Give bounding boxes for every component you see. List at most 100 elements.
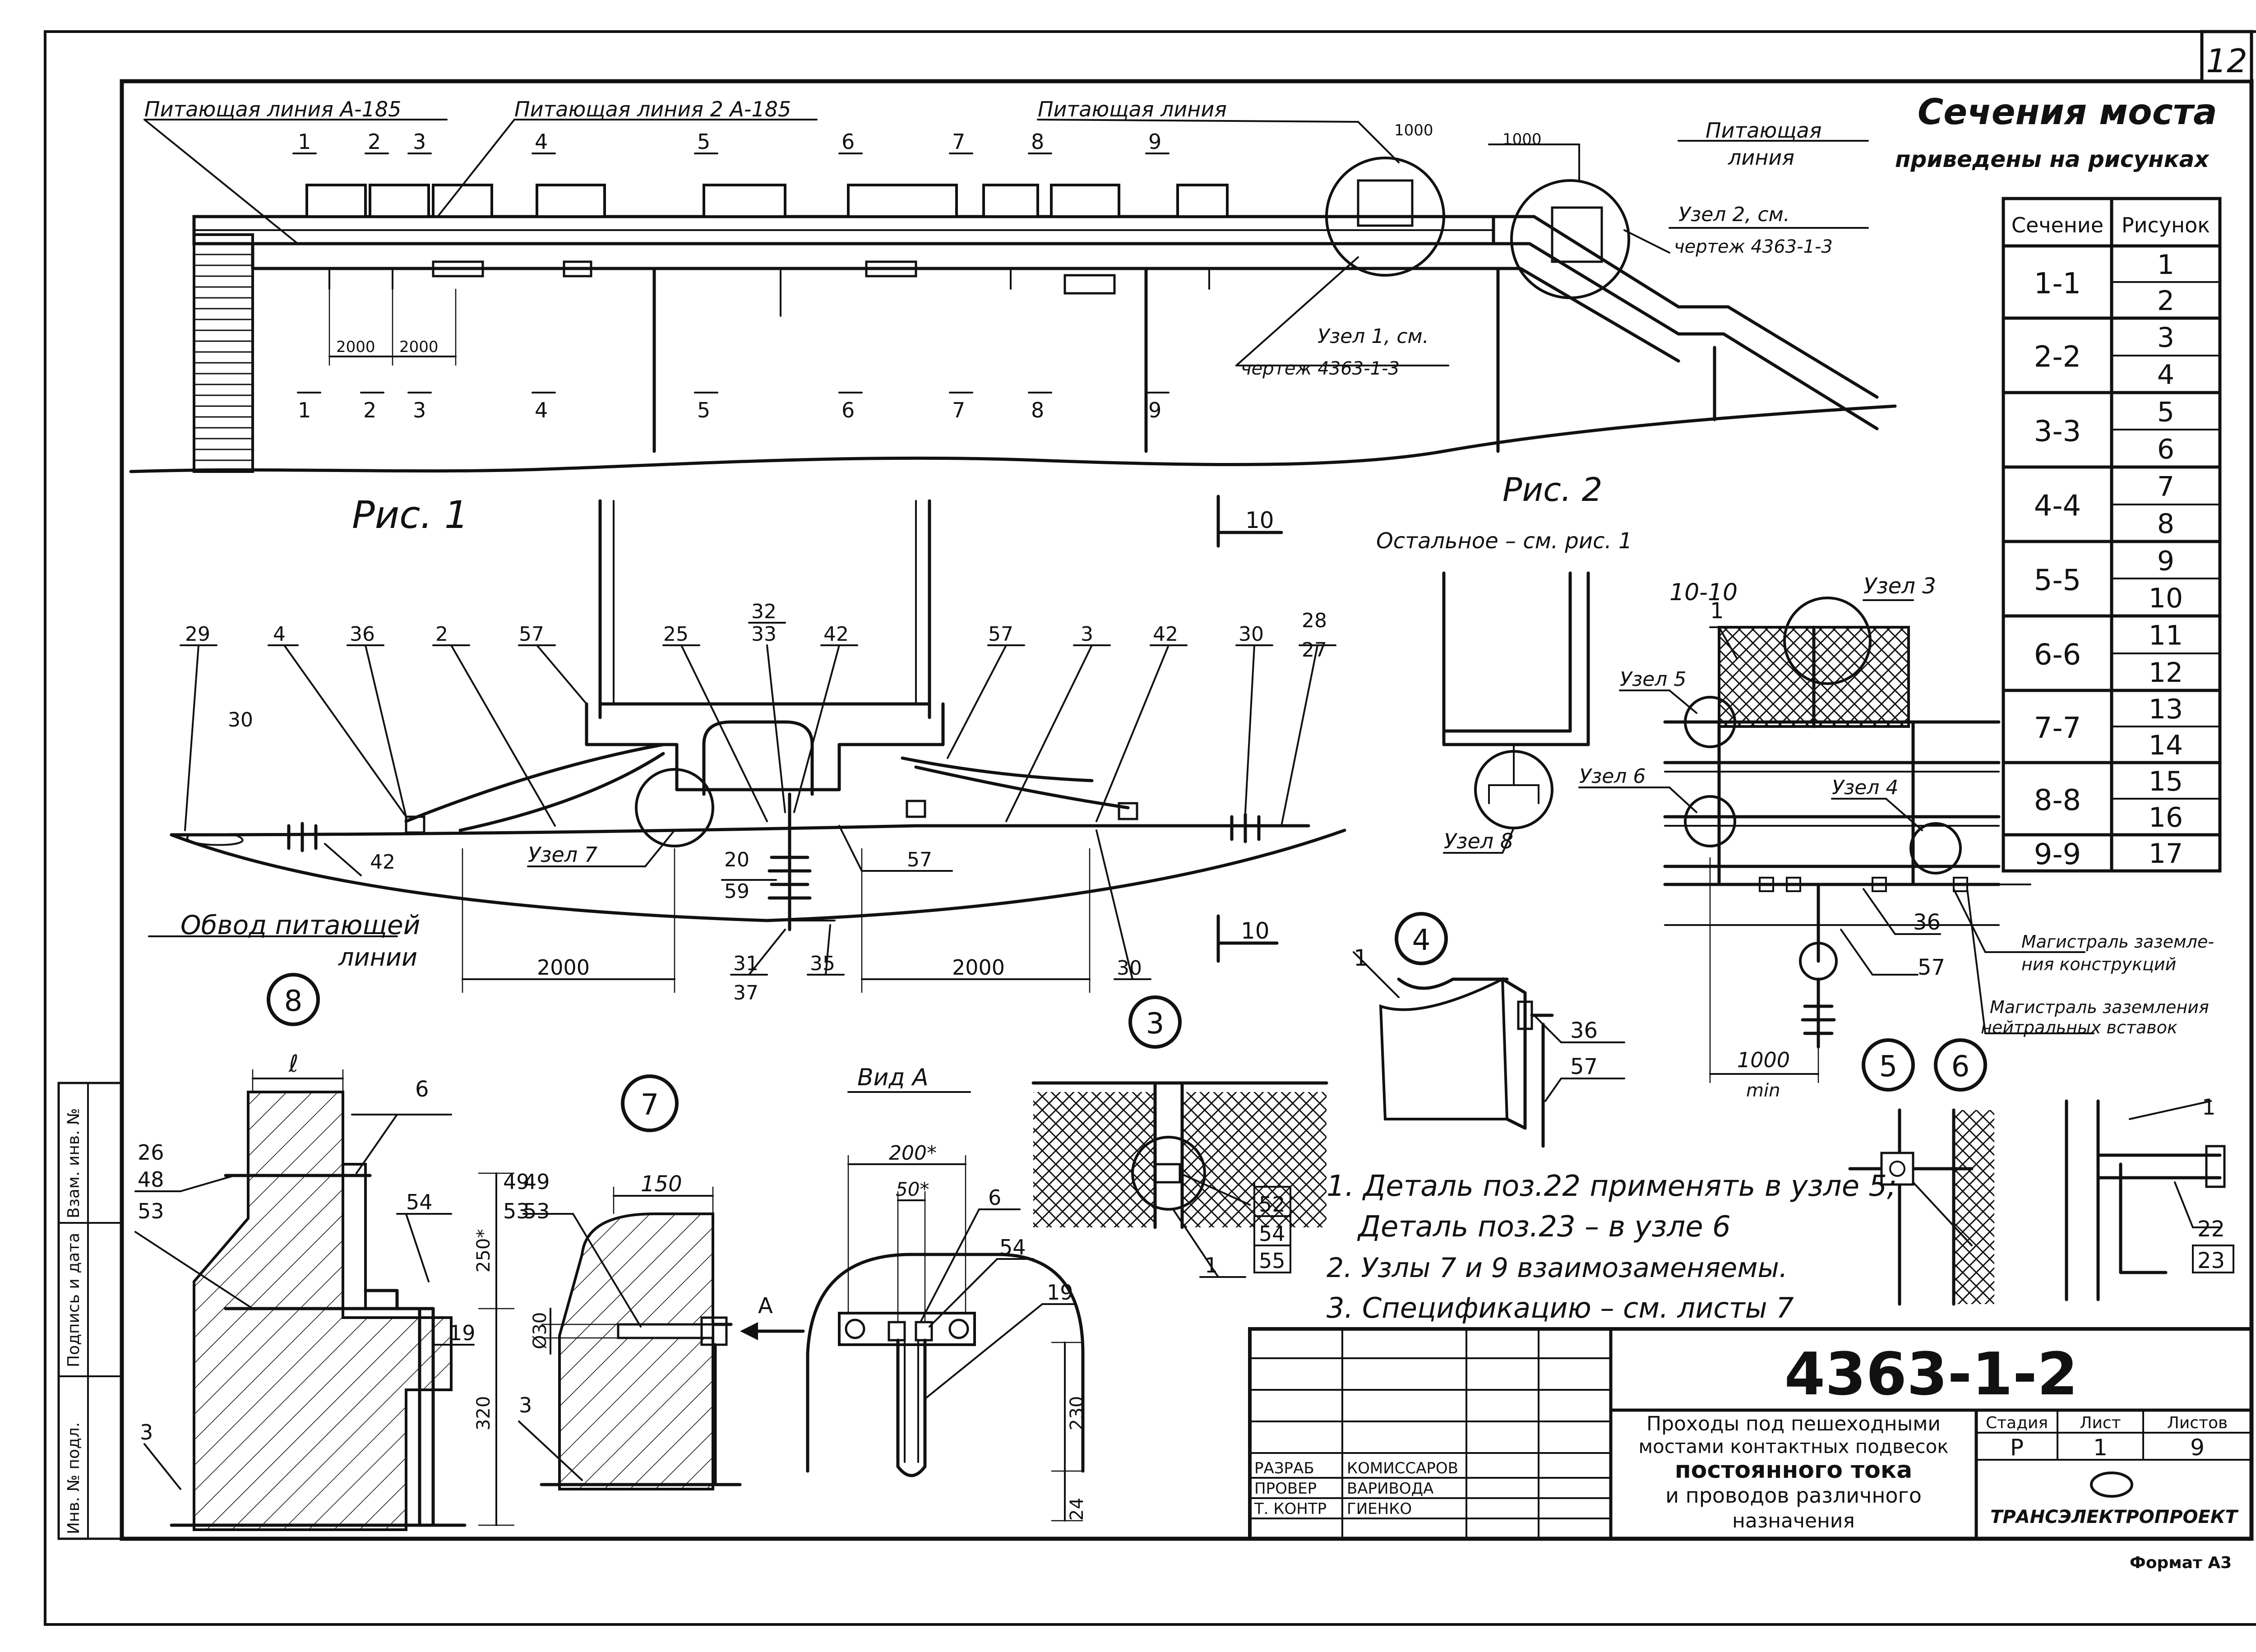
section-table-figure: 4 — [2157, 359, 2174, 391]
sheets-value: 9 — [2190, 1435, 2205, 1461]
section-table-figure: 1 — [2157, 249, 2174, 281]
fig1-sec-7-bot: 7 — [952, 398, 965, 422]
view-a-detail — [806, 1091, 1085, 1522]
fig1-sec-2-bot: 2 — [363, 398, 376, 422]
node8-pos-6: 6 — [415, 1077, 429, 1102]
sheets-head: Листов — [2167, 1414, 2228, 1432]
page-number-box — [2200, 30, 2253, 83]
section-table-figure: 8 — [2157, 508, 2174, 540]
role-2: ПРОВЕР — [1254, 1480, 1317, 1498]
view-10-10 — [1578, 597, 2094, 1083]
view-a-dim-230: 230 — [1067, 1396, 1087, 1430]
doc-title-4: и проводов различного — [1665, 1483, 1922, 1508]
org-name: ТРАНСЭЛЕКТРОПРОЕКТ — [1990, 1507, 2238, 1527]
node4-number: 4 — [1412, 924, 1431, 957]
fig1-sec-4-top: 4 — [535, 130, 548, 154]
node7-pos-3: 3 — [519, 1393, 532, 1417]
role-1: РАЗРАБ — [1254, 1459, 1314, 1477]
section-table-section: 8-8 — [2034, 784, 2081, 817]
doc-title-1: Проходы под пешеходными — [1646, 1412, 1941, 1435]
section-table-rows: 1-1122-2343-3564-4785-59106-611127-71314… — [2034, 249, 2183, 871]
fig1-sec-5-top: 5 — [697, 130, 710, 154]
view10-ground-1a: Магистраль заземле- — [2021, 932, 2214, 952]
doc-title-2: мостами контактных подвесок — [1638, 1435, 1948, 1458]
section-table-section: 9-9 — [2034, 838, 2081, 871]
fig1-sec-2-top: 2 — [368, 130, 381, 154]
node8-pos-48: 48 — [138, 1167, 164, 1192]
view-a-title: Вид А — [857, 1064, 929, 1091]
doc-title-3: постоянного тока — [1675, 1457, 1913, 1484]
fig1-sec-5-bot: 5 — [697, 398, 710, 422]
node7-detail — [518, 1074, 805, 1490]
fig2-lbl-27: 27 — [1302, 639, 1327, 662]
fig2-lbl-30c: 30 — [1117, 957, 1142, 980]
view10-dim-1000: 1000 — [1737, 1048, 1790, 1072]
side-stamp-3: Взам. инв. № — [65, 1108, 83, 1218]
note-1: 1. Деталь поз.22 применять в узле 5; — [1327, 1170, 1897, 1203]
node8-pos-19: 19 — [449, 1321, 476, 1345]
view10-ground-2b: нейтральных вставок — [1981, 1018, 2177, 1037]
fig2-section-mark-top: 10 — [1245, 507, 1274, 533]
view-a-dim-200: 200* — [889, 1142, 937, 1165]
node5-6-detail — [1848, 1038, 2226, 1306]
section-table-section: 6-6 — [2034, 639, 2081, 672]
fig1-sec-9-bot: 9 — [1148, 398, 1161, 422]
node8-pos-26: 26 — [138, 1140, 164, 1165]
fig1-caption: Рис. 1 — [352, 493, 468, 537]
view10-pos-57: 57 — [1918, 955, 1945, 980]
node6-pos-23: 23 — [2197, 1248, 2225, 1273]
page-number: 12 — [2206, 42, 2247, 80]
section-table-figure: 3 — [2157, 322, 2174, 353]
node4-pos-36: 36 — [1570, 1018, 1598, 1043]
fig1-sec-9-top: 9 — [1148, 130, 1161, 154]
node8-dim-320: 320 — [473, 1396, 494, 1430]
view10-pos-1: 1 — [1710, 598, 1724, 624]
node8-dim-l: ℓ — [288, 1050, 298, 1078]
fig1-uzel2-a: Узел 2, см. — [1678, 203, 1790, 226]
section-table — [2002, 197, 2222, 873]
title-right-1: Сечения моста — [1918, 92, 2217, 133]
fig2-lbl-2: 2 — [435, 623, 448, 646]
fig1-uzel1-a: Узел 1, см. — [1318, 325, 1429, 348]
uzel8-label: Узел 8 — [1444, 829, 1513, 853]
fig2-lbl-25: 25 — [663, 623, 689, 646]
uzel8-detail — [1442, 571, 1590, 854]
node8-pos-53b: 53 — [503, 1199, 530, 1223]
section-table-section: 5-5 — [2034, 564, 2081, 597]
view10-title: 10-10 — [1669, 579, 1738, 606]
name-2: ВАРИВОДА — [1347, 1480, 1433, 1498]
node3-pos-54: 54 — [1259, 1222, 1285, 1246]
side-stamp: Инв. № подл. Подпись и дата Взам. инв. № — [57, 1082, 123, 1540]
view10-uzel4: Узел 4 — [1832, 776, 1898, 799]
node6-number: 6 — [1951, 1050, 1970, 1083]
title-right-2: приведены на рисунках — [1895, 146, 2210, 172]
section-table-section: 3-3 — [2034, 415, 2081, 449]
sheet-head: Лист — [2080, 1414, 2121, 1432]
fig2-detail — [148, 495, 1346, 993]
fig1-sec-1-top: 1 — [298, 130, 311, 154]
node8-pos-54: 54 — [406, 1190, 433, 1214]
fig1-feed-line-1: Питающая линия А-185 — [144, 97, 401, 121]
node8-dim-250: 250* — [473, 1229, 494, 1273]
fig2-lbl-29: 29 — [185, 623, 210, 646]
format-label: Формат А3 — [2130, 1554, 2232, 1572]
section-table-figure: 9 — [2157, 545, 2174, 577]
fig1-feed-line-2: Питающая линия 2 А-185 — [514, 97, 791, 121]
stage-value: Р — [2010, 1435, 2024, 1461]
sheet-value: 1 — [2093, 1435, 2108, 1461]
fig1-sec-3-top: 3 — [413, 130, 426, 154]
fig2-lbl-35: 35 — [810, 952, 835, 975]
fig1-dim-1000-a: 1000 — [1394, 121, 1433, 139]
view-a-dim-50: 50* — [896, 1178, 929, 1200]
view10-pos-36: 36 — [1913, 910, 1941, 935]
node7-dim-30: Ø30 — [530, 1312, 550, 1349]
inner-frame — [120, 79, 2254, 1541]
node3-pos-1: 1 — [1205, 1253, 1218, 1277]
view-a-pos-19: 19 — [1047, 1280, 1073, 1305]
section-table-figure: 5 — [2157, 396, 2174, 428]
section-table-section: 7-7 — [2034, 712, 2081, 745]
section-table-section: 4-4 — [2034, 490, 2081, 523]
fig1-dim-2000-a: 2000 — [336, 338, 375, 356]
note-2: 2. Узлы 7 и 9 взаимозаменяемы. — [1327, 1252, 1788, 1284]
